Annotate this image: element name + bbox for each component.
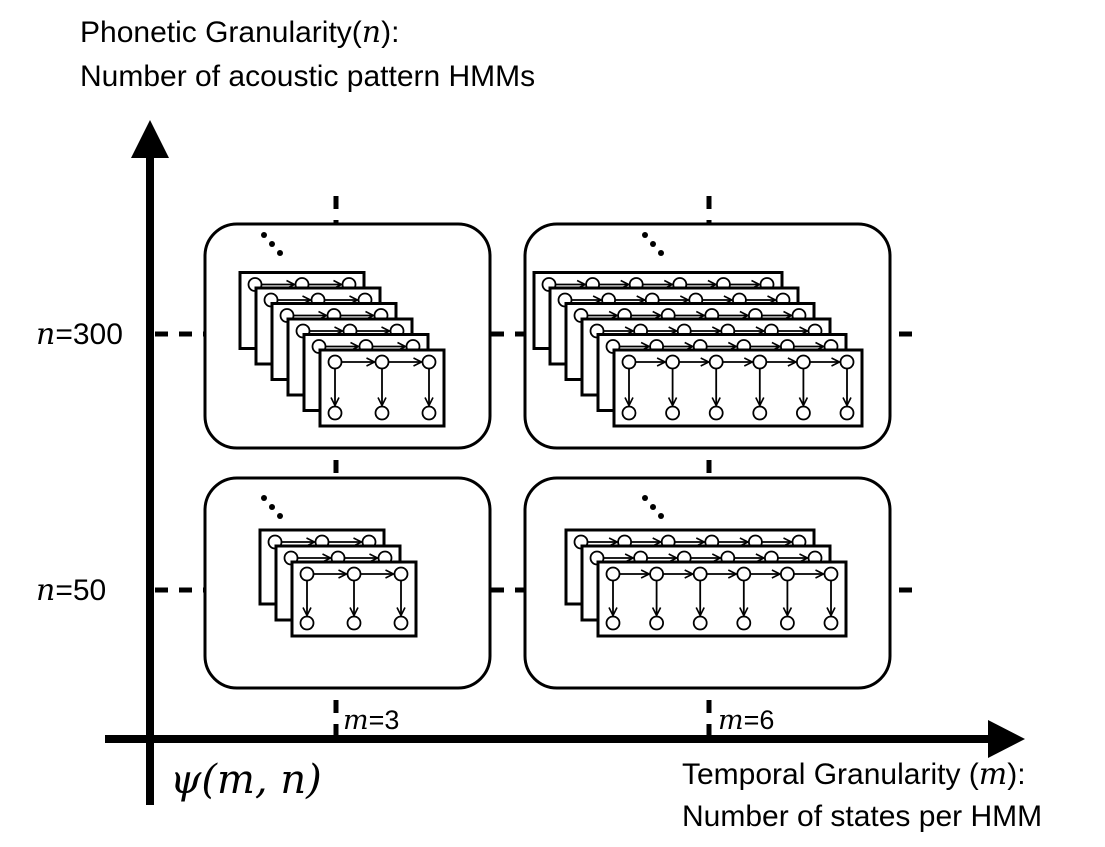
- x-axis-arrowhead: [988, 720, 1025, 758]
- observation-node: [374, 405, 390, 421]
- grid-cell-m6-n50: [523, 476, 892, 690]
- ellipsis-dot: [261, 495, 267, 501]
- x-axis-title-line2: Number of states per HMM: [682, 800, 1043, 833]
- origin-label: ψ(m, n): [170, 757, 322, 803]
- observation-node: [327, 405, 343, 421]
- grid-cell-m3-n300: [203, 222, 492, 450]
- grid-cells: [203, 222, 892, 690]
- hmm-card: [596, 560, 848, 638]
- observation-node: [605, 615, 621, 631]
- hmm-state-node: [621, 354, 637, 370]
- hmm-state-node: [692, 566, 708, 582]
- hmm-state-node: [736, 566, 752, 582]
- hmm-card: [318, 348, 446, 428]
- observation-node: [823, 615, 839, 631]
- observation-node: [839, 405, 855, 421]
- observation-node: [736, 615, 752, 631]
- observation-node: [665, 405, 680, 421]
- y-axis-title-line2: Number of acoustic pattern HMMs: [80, 60, 536, 93]
- ellipsis-dot: [650, 241, 656, 247]
- hmm-state-node: [708, 354, 724, 370]
- y-axis-title-line1: Phonetic Granularity(n):: [80, 15, 400, 50]
- observation-node: [692, 615, 708, 631]
- y-axis-arrowhead: [131, 120, 169, 158]
- grid-cell-m6-n300: [523, 222, 892, 450]
- hmm-state-node: [374, 354, 390, 370]
- observation-node: [299, 615, 315, 631]
- hmm-state-node: [605, 566, 621, 582]
- grid-cell-m3-n50: [203, 476, 492, 690]
- x-tick-label-m3: m=3: [343, 705, 400, 736]
- hmm-state-node: [327, 354, 343, 370]
- x-tick-label-m6: m=6: [718, 705, 775, 736]
- ellipsis-dot: [650, 504, 656, 510]
- hmm-state-node: [393, 566, 409, 582]
- hmm-card: [612, 348, 864, 428]
- observation-node: [421, 405, 437, 421]
- ellipsis-dot: [658, 513, 664, 519]
- observation-node: [796, 405, 811, 421]
- observation-node: [780, 615, 795, 631]
- ellipsis-dot: [261, 232, 267, 238]
- ellipsis-dot: [269, 241, 275, 247]
- hmm-state-node: [796, 354, 811, 370]
- observation-node: [346, 615, 362, 631]
- ellipsis-dot: [269, 504, 275, 510]
- hmm-state-node: [649, 566, 664, 582]
- observation-node: [621, 405, 637, 421]
- hmm-card: [290, 560, 418, 638]
- x-axis-title-line1: Temporal Granularity (m):: [682, 757, 1026, 792]
- hmm-state-node: [823, 566, 839, 582]
- hmm-state-node: [346, 566, 362, 582]
- ellipsis-dot: [277, 250, 283, 256]
- observation-node: [649, 615, 664, 631]
- observation-node: [708, 405, 724, 421]
- ellipsis-dot: [658, 250, 664, 256]
- hmm-state-node: [839, 354, 855, 370]
- ellipsis-dot: [642, 232, 648, 238]
- observation-node: [752, 405, 768, 421]
- hmm-state-node: [665, 354, 680, 370]
- y-tick-label-n300: n=300: [36, 317, 123, 352]
- hmm-state-node: [752, 354, 768, 370]
- ellipsis-dot: [277, 513, 283, 519]
- observation-node: [393, 615, 409, 631]
- y-tick-label-n50: n=50: [36, 573, 107, 608]
- hmm-state-node: [421, 354, 437, 370]
- hmm-state-node: [299, 566, 315, 582]
- ellipsis-dot: [642, 495, 648, 501]
- hmm-state-node: [780, 566, 795, 582]
